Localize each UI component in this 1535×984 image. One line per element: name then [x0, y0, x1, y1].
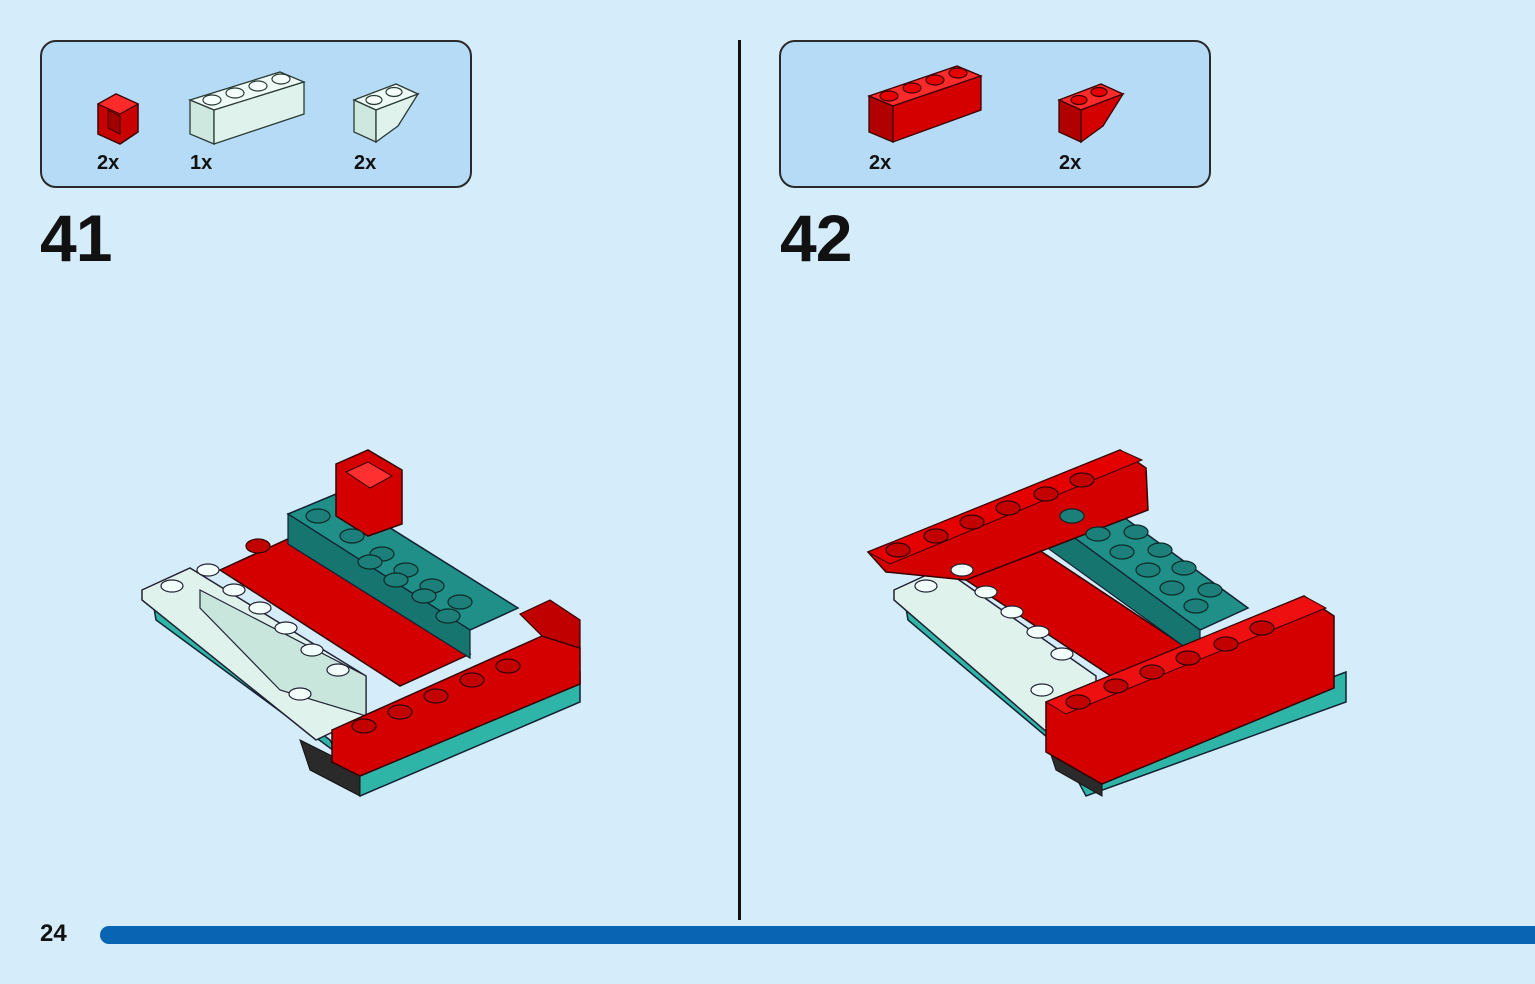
parts-box-step-42: 2x 2x: [779, 40, 1211, 188]
page-progress-bar: [100, 926, 1535, 944]
build-model-step-41: [140, 440, 610, 815]
part-quantity: 2x: [869, 152, 892, 174]
step-divider: [738, 40, 741, 920]
part-quantity: 2x: [1059, 152, 1082, 174]
parts-box-step-41: 2x 1x 2x: [40, 40, 472, 188]
step-number: 41: [40, 201, 112, 275]
page-number: 24: [40, 920, 67, 947]
step-number: 42: [780, 201, 852, 275]
part-quantity: 1x: [190, 152, 213, 174]
part-quantity: 2x: [354, 152, 377, 174]
part-quantity: 2x: [97, 152, 120, 174]
build-model-step-42: [866, 440, 1356, 815]
